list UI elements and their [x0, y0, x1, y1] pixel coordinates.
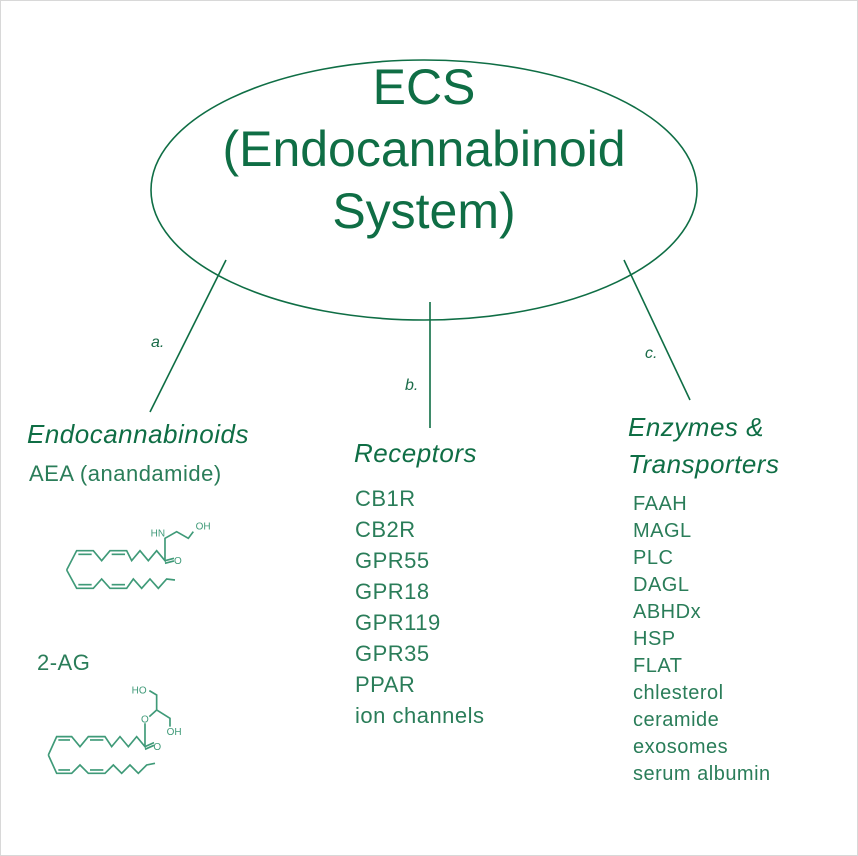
- list-item: CB2R: [355, 517, 416, 542]
- list-item: HSP: [633, 628, 676, 650]
- branch-marker-a: a.: [151, 334, 165, 351]
- 2ag-atom-oh: OH: [167, 727, 182, 738]
- heading-enzymes-line2: Transporters: [628, 449, 780, 479]
- list-item: GPR55: [355, 548, 430, 573]
- connector-c: [623, 259, 691, 401]
- root-title-line1: ECS: [372, 59, 476, 115]
- list-item: exosomes: [633, 736, 729, 758]
- aea-atom-n: HN: [151, 529, 165, 540]
- list-item: GPR18: [355, 579, 430, 604]
- list-item: DAGL: [633, 574, 690, 596]
- root-ellipse: [150, 59, 698, 321]
- enzyme-list: FAAH MAGL PLC DAGL ABHDx HSP FLAT chlest…: [633, 491, 771, 788]
- 2ag-atom-o: O: [153, 742, 161, 753]
- list-item: ceramide: [633, 709, 720, 731]
- heading-enzymes-line1: Enzymes &: [628, 412, 764, 442]
- list-item: GPR35: [355, 641, 430, 666]
- list-item: FLAT: [633, 655, 683, 677]
- list-item: MAGL: [633, 520, 692, 542]
- list-item: serum albumin: [633, 763, 771, 785]
- aea-atom-o: O: [174, 556, 182, 567]
- list-item: PLC: [633, 547, 674, 569]
- heading-endocannabinoids: Endocannabinoids: [27, 419, 249, 449]
- root-title-line2: (Endocannabinoid: [222, 121, 626, 177]
- list-item: GPR119: [355, 610, 441, 635]
- 2ag-structure: HO O OH O: [47, 685, 182, 775]
- list-item: ion channels: [355, 703, 485, 728]
- list-item: PPAR: [355, 672, 416, 697]
- 2ag-atom-ho: HO: [132, 685, 147, 696]
- aea-atom-oh: OH: [196, 521, 211, 532]
- connector-a: [149, 259, 227, 413]
- receptor-list: CB1R CB2R GPR55 GPR18 GPR119 GPR35 PPAR …: [355, 483, 485, 731]
- aea-label: AEA (anandamide): [29, 461, 222, 486]
- 2ag-atom-o-ester: O: [141, 714, 149, 725]
- branch-marker-c: c.: [645, 345, 658, 362]
- 2ag-label: 2-AG: [37, 650, 91, 675]
- branch-marker-b: b.: [405, 377, 419, 394]
- list-item: chlesterol: [633, 682, 724, 704]
- root-title: ECS (Endocannabinoid System): [150, 56, 698, 242]
- list-item: FAAH: [633, 493, 688, 515]
- list-item: CB1R: [355, 486, 416, 511]
- root-title-line3: System): [332, 183, 516, 239]
- aea-structure: HN OH O: [65, 521, 211, 590]
- heading-receptors: Receptors: [354, 438, 477, 468]
- list-item: ABHDx: [633, 601, 702, 623]
